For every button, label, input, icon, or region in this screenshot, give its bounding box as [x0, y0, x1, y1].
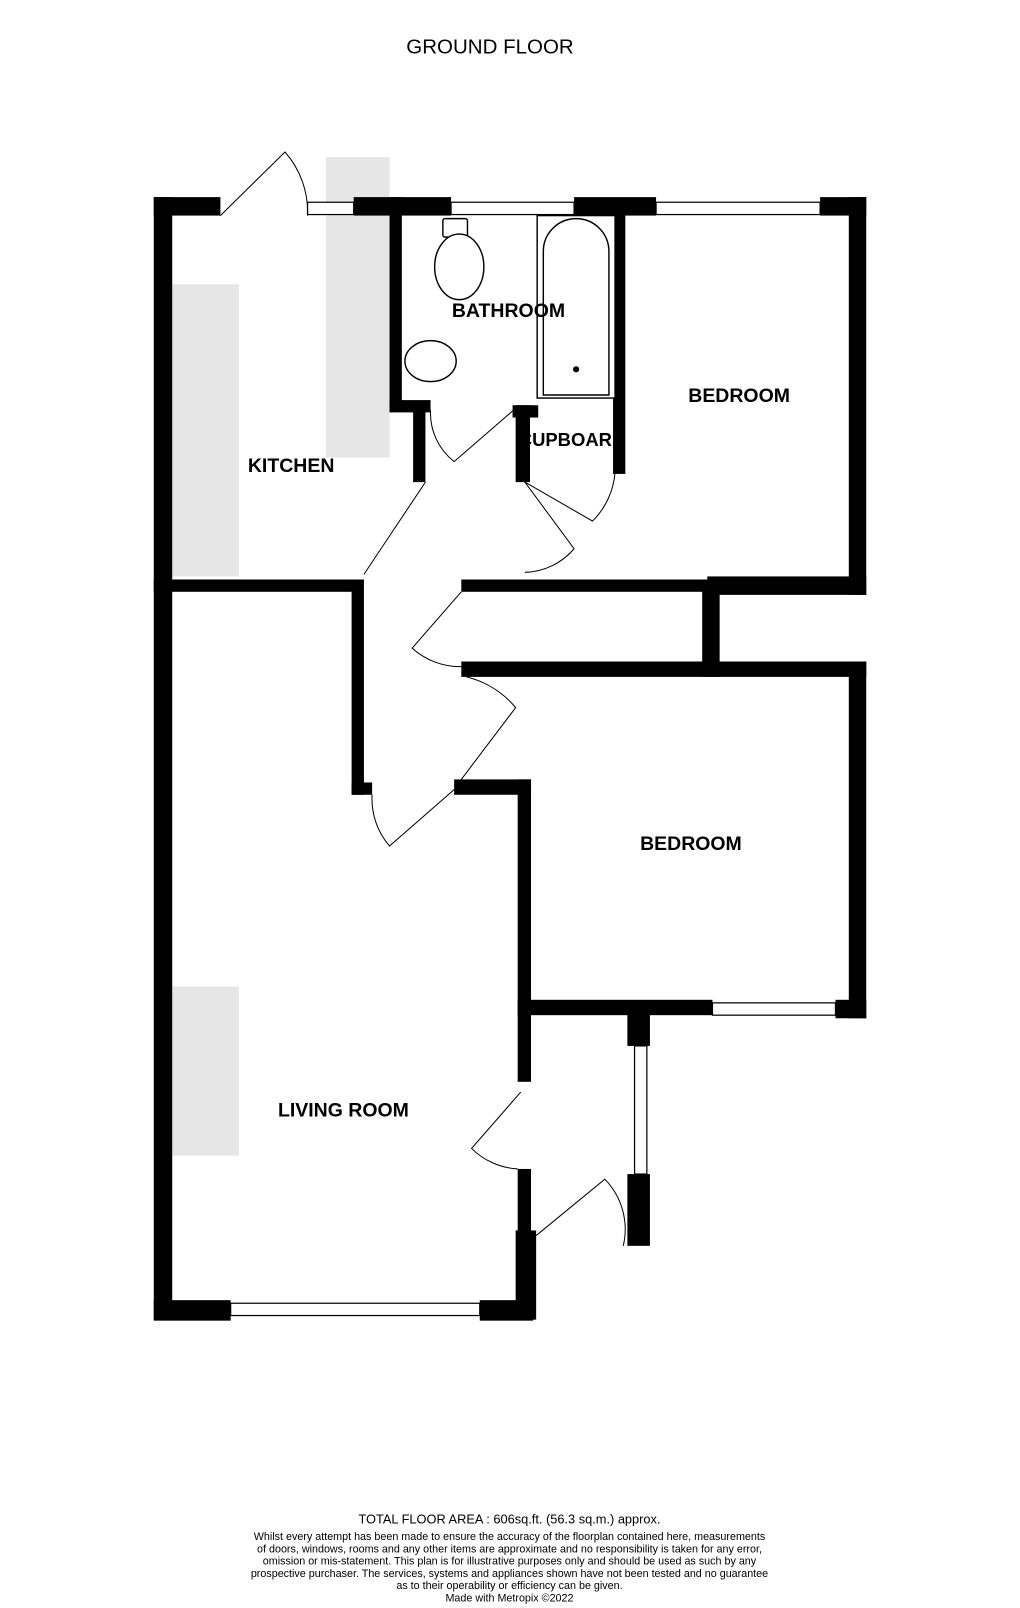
- room-label-bedroom-2: BEDROOM: [640, 833, 742, 855]
- sanitaryware: [404, 214, 616, 399]
- door-kitchen-external: [220, 151, 309, 216]
- door-corridor: [411, 591, 462, 668]
- basin-icon: [404, 339, 457, 383]
- disclaimer-line: of doors, windows, rooms and any other i…: [257, 1543, 762, 1555]
- window-porch: [633, 1045, 648, 1175]
- floor-title: GROUND FLOOR: [406, 36, 573, 59]
- window-kitchen: [306, 201, 355, 216]
- disclaimer-line: prospective purchaser. The services, sys…: [251, 1568, 768, 1580]
- window-bedroom-2: [711, 1002, 837, 1016]
- disclaimer-line: omission or mis-statement. This plan is …: [263, 1556, 757, 1568]
- room-label-cupboard: CUPBOARD: [519, 429, 626, 450]
- door-porch-inner: [470, 1091, 522, 1170]
- footer: TOTAL FLOOR AREA : 606sq.ft. (56.3 sq.m.…: [251, 1512, 768, 1605]
- door-cupboard: [524, 471, 616, 522]
- walls: [153, 197, 867, 1321]
- room-label-bedroom-1: BEDROOM: [688, 385, 790, 407]
- disclaimer-line: as to their operability or efficiency ca…: [396, 1580, 622, 1592]
- credit: Made with Metropix ©2022: [445, 1593, 573, 1605]
- room-label-kitchen: KITCHEN: [248, 455, 335, 477]
- room-label-bathroom: BATHROOM: [452, 300, 565, 322]
- living-room-fixture: [172, 986, 239, 1156]
- window-bathroom: [450, 201, 575, 216]
- door-living-room: [371, 789, 455, 847]
- doors: [220, 151, 626, 1246]
- door-bedroom-1: [524, 481, 575, 573]
- door-bedroom-2: [460, 676, 517, 780]
- windows: [230, 201, 837, 1317]
- door-kitchen: [363, 481, 426, 575]
- total-floor-area: TOTAL FLOOR AREA : 606sq.ft. (56.3 sq.m.…: [358, 1512, 660, 1527]
- door-front: [535, 1178, 626, 1246]
- kitchen-worktop-left: [172, 284, 239, 577]
- door-bathroom: [430, 407, 516, 463]
- window-bedroom-1: [655, 201, 821, 216]
- room-label-living-room: LIVING ROOM: [278, 1100, 409, 1122]
- toilet-icon: [433, 233, 485, 301]
- disclaimer-line: Whilst every attempt has been made to en…: [254, 1531, 766, 1543]
- window-living-room: [230, 1302, 481, 1317]
